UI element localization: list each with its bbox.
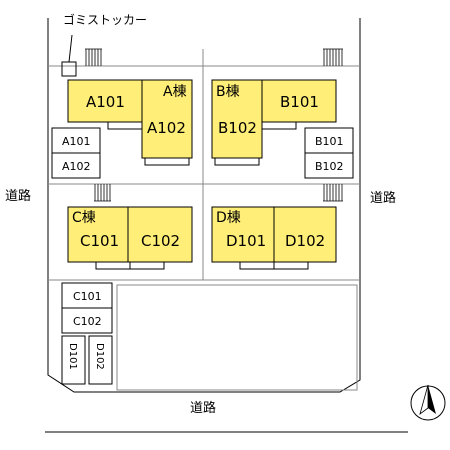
parking-label-d102: D102 xyxy=(94,343,105,370)
road-label-right: 道路 xyxy=(370,191,397,206)
unit-c101: C101 xyxy=(80,232,120,250)
building-a-name: A棟 xyxy=(163,84,187,100)
parking-label-b102: B102 xyxy=(315,160,344,173)
garbage-stocker-label: ゴミストッカー xyxy=(63,13,148,27)
unit-b102: B102 xyxy=(218,119,257,137)
building-b-unit2 xyxy=(211,79,263,159)
building-c-name: C棟 xyxy=(72,210,96,226)
stair-a xyxy=(85,48,102,66)
parking-slot-c102 xyxy=(61,307,113,334)
stair-b xyxy=(323,48,343,66)
unit-b101: B101 xyxy=(280,93,319,111)
building-b-unit1 xyxy=(261,79,337,123)
building-d-unit1 xyxy=(211,206,275,263)
building-d-name: D棟 xyxy=(216,210,241,226)
parking-slot-a102 xyxy=(51,152,101,179)
unit-a101: A101 xyxy=(86,93,125,111)
parking-label-d101: D101 xyxy=(67,343,78,370)
road-label-left: 道路 xyxy=(5,189,32,204)
parking-label-a102: A102 xyxy=(62,160,91,173)
garbage-stocker-box xyxy=(61,61,77,77)
parking-slot-b102 xyxy=(304,152,354,179)
building-c-unit2 xyxy=(127,206,193,263)
building-d-unit2 xyxy=(273,206,337,263)
north-arrow-icon xyxy=(410,384,446,421)
unit-a102: A102 xyxy=(147,119,186,137)
parking-label-b101: B101 xyxy=(315,135,344,148)
unit-d102: D102 xyxy=(285,232,326,250)
parking-label-c101: C101 xyxy=(73,290,102,303)
building-a-unit1 xyxy=(67,79,143,123)
garbage-leader-line xyxy=(68,34,73,63)
parking-label-a101: A101 xyxy=(62,135,91,148)
stair-c xyxy=(94,184,111,202)
parking-label-c102: C102 xyxy=(73,315,102,328)
parking-slot-c101 xyxy=(61,282,113,309)
stair-d xyxy=(323,184,343,202)
road-label-bottom: 道路 xyxy=(190,401,217,416)
unit-c102: C102 xyxy=(141,232,181,250)
parking-slot-d102 xyxy=(88,335,113,385)
site-boundary xyxy=(47,18,361,393)
building-a-unit2 xyxy=(141,79,193,159)
building-c-unit1 xyxy=(67,206,129,263)
parking-slot-d101 xyxy=(61,335,86,385)
building-b-name: B棟 xyxy=(216,84,240,100)
unit-d101: D101 xyxy=(226,232,267,250)
